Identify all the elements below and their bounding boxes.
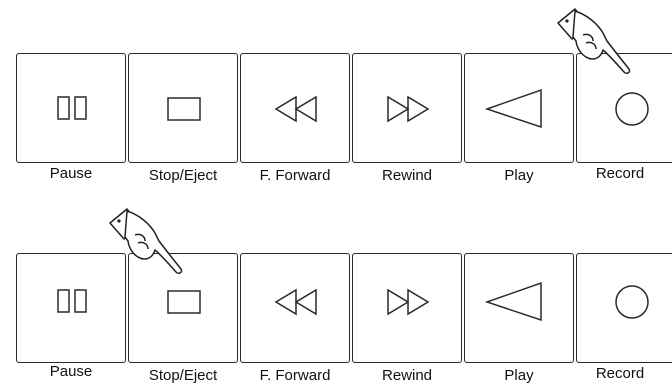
circle-icon <box>615 285 649 319</box>
record-label: Record <box>595 165 645 182</box>
play-button[interactable] <box>464 53 574 163</box>
play-label: Play <box>504 367 534 384</box>
circle-icon <box>615 92 649 126</box>
fast-forward-button[interactable] <box>240 53 350 163</box>
pause-button[interactable] <box>16 53 126 163</box>
play-label: Play <box>504 167 534 184</box>
pause-icon <box>57 289 87 313</box>
rewind-label: Rewind <box>381 167 433 184</box>
stop-eject-button[interactable] <box>128 253 238 363</box>
pointing-hand-icon <box>557 8 631 74</box>
fast-forward-button[interactable] <box>240 253 350 363</box>
left-triangle-icon <box>484 88 542 129</box>
pause-icon <box>57 96 87 120</box>
pause-button[interactable] <box>16 253 126 363</box>
double-left-triangle-icon <box>274 95 317 123</box>
fast-forward-label: F. Forward <box>259 167 331 184</box>
pause-label: Pause <box>49 165 93 182</box>
control-panel-row-1: Pause Stop/Eject F. Forward Rewind Play … <box>0 53 672 193</box>
double-right-triangle-icon <box>387 288 430 316</box>
fast-forward-label: F. Forward <box>259 367 331 384</box>
rewind-button[interactable] <box>352 53 462 163</box>
stop-icon <box>167 97 201 121</box>
stop-eject-label: Stop/Eject <box>148 167 218 184</box>
stop-icon <box>167 290 201 314</box>
rewind-label: Rewind <box>381 367 433 384</box>
record-button[interactable] <box>576 253 672 363</box>
double-left-triangle-icon <box>274 288 317 316</box>
play-button[interactable] <box>464 253 574 363</box>
pause-label: Pause <box>49 363 93 380</box>
rewind-button[interactable] <box>352 253 462 363</box>
stop-eject-label: Stop/Eject <box>148 367 218 384</box>
control-panel-row-2: Pause Stop/Eject F. Forward Rewind Play … <box>0 253 672 385</box>
pointing-hand-icon <box>109 208 183 274</box>
stop-eject-button[interactable] <box>128 53 238 163</box>
record-label: Record <box>595 365 645 382</box>
left-triangle-icon <box>484 281 542 322</box>
double-right-triangle-icon <box>387 95 430 123</box>
